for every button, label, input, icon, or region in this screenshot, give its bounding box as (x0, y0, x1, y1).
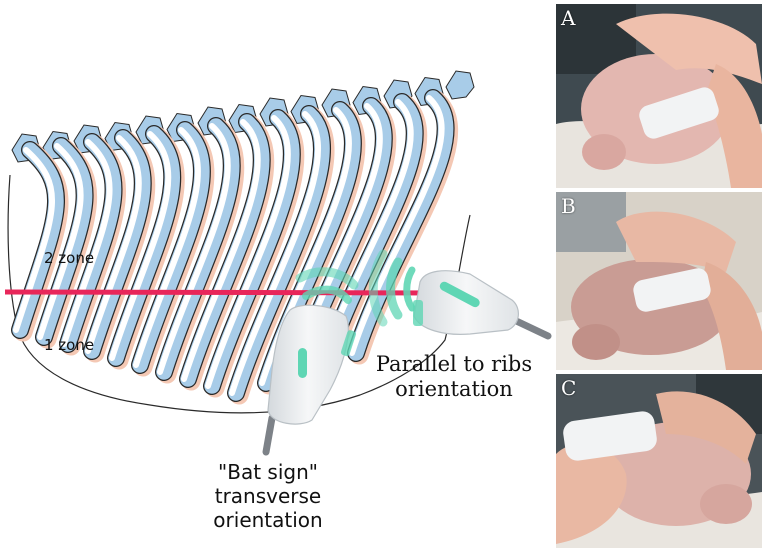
parallel-probe-marker (439, 281, 480, 308)
transverse-wave-2 (302, 285, 352, 304)
parallel-wave-3 (403, 266, 416, 312)
transverse-probe-body (267, 304, 349, 425)
photo-panel-c-letter: C (561, 376, 577, 400)
transverse-probe-icon (262, 267, 359, 456)
photo-b-illustration (556, 192, 762, 370)
rib-highlight (157, 123, 231, 375)
transverse-probe-tip (340, 330, 356, 357)
rib (108, 126, 181, 366)
rib (180, 114, 270, 387)
parallel-probe-icon (368, 249, 552, 340)
rib (36, 138, 93, 345)
zone-1-label: 1 zone (44, 336, 95, 354)
rib-highlight (349, 95, 445, 356)
rib (204, 110, 300, 394)
parallel-probe-tip (413, 300, 423, 326)
rib-highlight (133, 127, 201, 368)
rib (132, 122, 210, 373)
parallel-orientation-caption: Parallel to ribs orientation (366, 352, 542, 402)
rib (60, 134, 122, 352)
photo-panel-b-letter: B (561, 194, 576, 218)
zone-2-label: 2 zone (44, 249, 95, 267)
rib-highlight (61, 139, 113, 347)
bat-caption-line-2: transverse (214, 484, 322, 508)
parallel-caption-line-1: Parallel to ribs (375, 352, 533, 376)
rib-highlight (181, 119, 261, 382)
rib-highlight (85, 135, 142, 354)
transverse-wave-1 (295, 267, 359, 290)
rib-highlight (109, 131, 172, 361)
bat-sign-caption: "Bat sign" transverse orientation (178, 460, 358, 532)
bat-caption-line-1: "Bat sign" (218, 460, 318, 484)
parallel-wave-1 (386, 257, 403, 320)
parallel-wave-2 (368, 249, 388, 327)
rib (348, 90, 454, 361)
rib (84, 130, 151, 359)
photo-panel-a-letter: A (561, 6, 576, 30)
transverse-probe-cable (262, 414, 276, 456)
photo-panel-b: B (556, 192, 762, 370)
photo-c-illustration (556, 374, 762, 548)
rib (156, 118, 240, 380)
vertebra (445, 70, 475, 100)
rib (228, 106, 330, 401)
zone-separator-line (4, 289, 456, 296)
rib-highlight (37, 143, 84, 340)
photo-panel-a: A (556, 4, 762, 188)
rib-highlight (229, 111, 322, 396)
parallel-caption-line-2: orientation (395, 377, 513, 402)
transverse-probe-marker (298, 348, 307, 378)
photo-panel-c: C (556, 374, 762, 548)
bat-caption-line-3: orientation (213, 508, 323, 532)
photo-a-illustration (556, 4, 762, 188)
rib-highlight (205, 115, 291, 389)
